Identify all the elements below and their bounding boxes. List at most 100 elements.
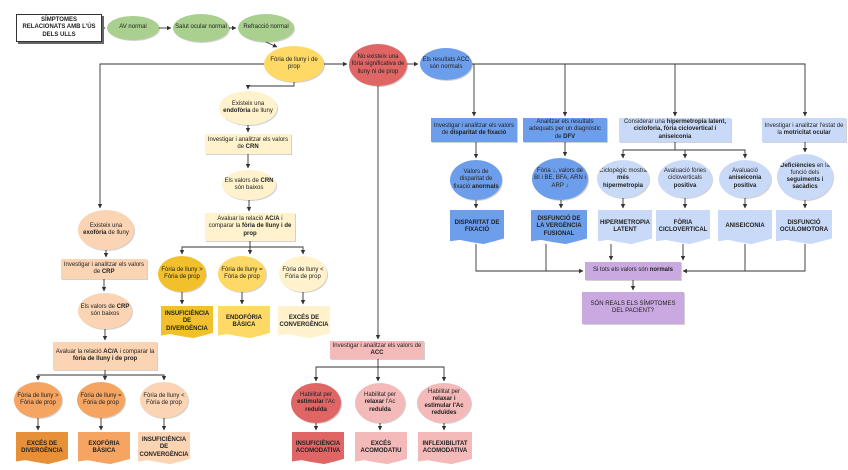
- node-d-exces-acom: EXCÉS ACOMODATIU: [355, 432, 407, 464]
- node-aval-anis: Avaluació aniseiconia positiva: [719, 160, 771, 198]
- node-label: ENDOFÒRIA BÀSICA: [226, 314, 262, 328]
- node-label: Investigar i analitzar els valors de dis…: [433, 122, 515, 136]
- node-crn-baixos: Els valors de CRN són baixos: [222, 170, 276, 200]
- node-label: SÓN REALS ELS SÍMPTOMES DEL PACIENT?: [590, 300, 676, 314]
- node-label: Salut ocular normal: [175, 24, 227, 31]
- node-d-endo-basica: ENDOFÒRIA BÀSICA: [218, 306, 270, 338]
- connector-6: [97, 63, 264, 209]
- node-inv-acc: Investigar i analitzar els valors de ACC: [330, 341, 424, 359]
- node-no-foria: No existeix una fòria significativa de l…: [349, 44, 407, 86]
- connector-22: [105, 374, 167, 381]
- connector-20: [35, 370, 106, 381]
- node-label: Fòria de lluny = Fòria de prop: [80, 392, 122, 406]
- node-d-insuf-conv: INSUFICIÈNCIA DE CONVERGÈNCIA: [138, 432, 190, 464]
- node-label: Habilitat per relaxar i estimular l'Ac r…: [424, 388, 464, 417]
- connector-7: [245, 82, 295, 90]
- connector-42: [675, 149, 688, 159]
- node-label: FÒRIA CICLOVERTICAL: [658, 219, 708, 233]
- node-label: Fòria de lluny < Fòria de prop: [282, 266, 324, 280]
- node-aval-ac-a-1: Avaluar la relació AC/A i comparar la fò…: [205, 213, 295, 241]
- node-d-inflex-acom: INFLEXIBILITAT ACOMODATIVA: [418, 432, 472, 464]
- connector-29: [378, 366, 447, 382]
- node-label: SÍMPTOMES RELACIONATS AMB L'ÚS DELS ULLS: [22, 17, 96, 38]
- node-d-insuf-acom: INSUFICIÈNCIA ACOMODATIVA: [292, 432, 344, 464]
- node-label: Analitzar els resultats adequats per un …: [528, 119, 602, 140]
- connector-54: [745, 244, 806, 272]
- node-label: DISPARITAT DE FIXACIÓ: [454, 219, 500, 233]
- node-label: HIPERMETROPIA LATENT: [600, 219, 651, 233]
- node-label: Els resultats ACC són normals: [422, 56, 470, 70]
- node-an-dfv: Analitzar els resultats adequats per un …: [523, 118, 607, 142]
- node-inv-disp: Investigar i analitzar els valors de dis…: [431, 118, 517, 142]
- connector-11: [179, 241, 251, 255]
- node-label: Habilitat per relaxar l'Ac reduïda: [363, 392, 396, 413]
- node-label: Els valors de CRP són baixos: [80, 303, 130, 317]
- node-deficiencies: Deficiències en la funció dels seguiment…: [777, 154, 833, 200]
- node-d-exo-basica: EXOFÒRIA BÀSICA: [78, 432, 130, 464]
- node-label: ANISEICONIA: [725, 223, 765, 230]
- node-considerar: Considerar una hipermetropia latent, cic…: [619, 118, 731, 142]
- node-aval-cv: Avaluació fòries cicloverticals positiva: [658, 160, 712, 198]
- node-label: Considerar una hipermetropia latent, cic…: [623, 119, 727, 140]
- node-label: Avaluació aniseiconia positiva: [728, 168, 762, 189]
- node-inv-motor: Investigar i analitzar l'estat de la mot…: [762, 118, 846, 142]
- node-si-tots: Si tots els valors són normals: [585, 262, 681, 280]
- node-label: Fòria de lluny i de prop: [270, 56, 318, 70]
- connector-33: [472, 63, 808, 117]
- node-label: INSUFICIÈNCIA ACOMODATIVA: [295, 440, 341, 454]
- node-av-normal: AV normal: [107, 16, 159, 40]
- node-d-exces-conv: EXCÉS DE CONVERGÈNCIA: [278, 306, 330, 338]
- node-label: EXCÉS ACOMODATIU: [360, 440, 402, 454]
- node-label: EXOFÒRIA BÀSICA: [88, 440, 120, 454]
- node-label: Existeix una exofòria de lluny: [83, 222, 129, 236]
- node-label: Investigar i analitzar l'estat de la mot…: [764, 122, 844, 136]
- node-label: AV normal: [119, 24, 147, 31]
- node-label: Investigar i analitzar els valors de CRN: [207, 136, 289, 150]
- connector-27: [313, 359, 379, 382]
- node-a-both: Habilitat per relaxar i estimular l'Ac r…: [417, 383, 471, 423]
- node-label: Valors de disparitat de fixació anormals: [453, 169, 499, 190]
- node-label: INSUFICIÈNCIA DE CONVERGÈNCIA: [139, 437, 189, 458]
- node-label: Els valors de CRN són baixos: [224, 177, 274, 191]
- node-label: Fòria de lluny > Fòria de prop: [161, 266, 203, 280]
- node-inv-crn: Investigar i analitzar els valors de CRN: [205, 134, 291, 154]
- node-salut: Salut ocular normal: [173, 14, 229, 42]
- node-d-insuf-div: INSUFICIÈNCIA DE DIVERGÈNCIA: [161, 306, 213, 338]
- node-label: Avaluar la relació AC/A i comparar la fò…: [208, 216, 292, 237]
- node-d-disparitat: DISPARITAT DE FIXACIÓ: [450, 210, 504, 244]
- node-x-eq: Fòria de lluny = Fòria de prop: [77, 382, 125, 418]
- node-a-estim: Habilitat per estimular l'Ac reduïda: [291, 383, 341, 423]
- connector-49: [475, 244, 584, 274]
- node-disp-anorm: Valors de disparitat de fixació anormals: [450, 160, 502, 200]
- node-exoforia: Existeix una exofòria de lluny: [78, 210, 134, 250]
- node-acc-normal: Els resultats ACC són normals: [420, 48, 472, 80]
- connector-41: [620, 142, 676, 159]
- connector-13: [250, 246, 306, 255]
- node-crp-baixos: Els valors de CRP són baixos: [78, 293, 132, 329]
- node-endoforia: Existeix una endofòria de lluny: [219, 91, 277, 125]
- node-title: SÍMPTOMES RELACIONATS AMB L'ÚS DELS ULLS: [16, 14, 102, 42]
- node-label: Investigar i analitzar els valors de ACC: [332, 342, 422, 356]
- node-label: INFLEXIBILITAT ACOMODATIVA: [422, 440, 468, 454]
- node-d-foria-cv: FÒRIA CICLOVERTICAL: [656, 210, 710, 244]
- node-label: Fòria de lluny = Fòria de prop: [221, 266, 263, 280]
- node-label: Fòria de lluny < Fòria de prop: [143, 392, 185, 406]
- node-label: Habilitat per estimular l'Ac reduïda: [297, 392, 335, 413]
- node-label: EXCÉS DE CONVERGÈNCIA: [279, 314, 329, 328]
- node-d-aniseiconia: ANISEICONIA: [718, 210, 772, 244]
- node-e-gt: Fòria de lluny > Fòria de prop: [158, 256, 206, 292]
- node-refraccio: Refracció normal: [238, 14, 294, 42]
- node-label: Existeix una endofòria de lluny: [223, 100, 273, 114]
- node-foria-prop: Fòria de lluny i de prop: [264, 46, 324, 82]
- node-label: Avaluació fòries cicloverticals positiva: [663, 168, 707, 189]
- node-d-hiper-lat: HIPERMETROPIA LATENT: [598, 210, 652, 244]
- connector-3: [265, 41, 278, 48]
- node-label: Fòria ↓, valors de BI i BE, BFA, ARN i A…: [534, 168, 586, 189]
- node-label: Investigar i analitzar els valors de CRP: [63, 261, 145, 275]
- node-aval-ac-a-2: Avaluar la relació AC/A i comparar la fò…: [53, 342, 157, 370]
- node-label: Refracció normal: [243, 24, 289, 31]
- node-x-gt: Fòria de lluny > Fòria de prop: [14, 382, 62, 418]
- node-d-exces-div: EXCÉS DE DIVERGÈNCIA: [16, 432, 68, 464]
- node-inv-crp: Investigar i analitzar els valors de CRP: [61, 259, 147, 279]
